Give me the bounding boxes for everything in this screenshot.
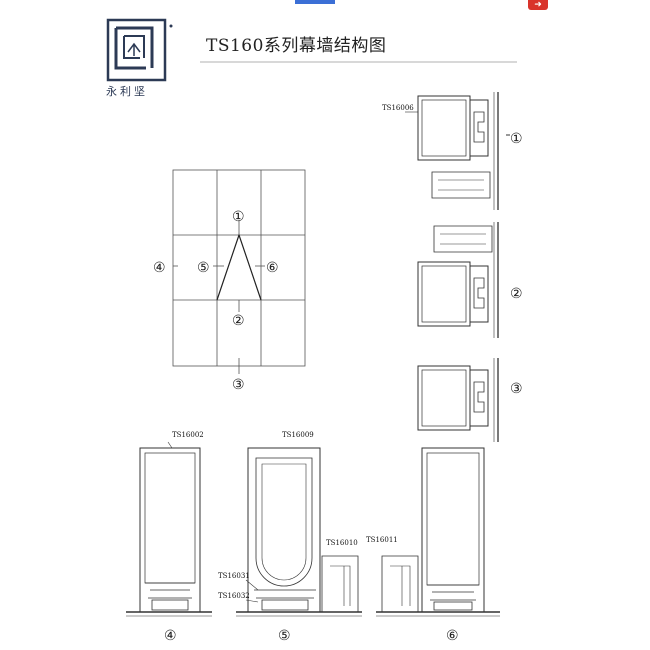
detail-marker-1: ① (510, 131, 523, 147)
section-marker-5: ⑤ (278, 628, 291, 644)
grid-marker-3: ③ (232, 377, 245, 393)
section-marker-4: ④ (164, 628, 177, 644)
label-ts16011: TS16011 (366, 536, 398, 544)
section-6-profile (376, 447, 500, 617)
grid-marker-6: ⑥ (266, 260, 279, 276)
detail-2-profile (417, 222, 499, 338)
page-title: TS160系列幕墙结构图 (206, 36, 387, 56)
label-ts16010: TS16010 (326, 539, 358, 547)
detail-3-profile (417, 358, 499, 442)
label-ts16009: TS16009 (282, 431, 314, 439)
grid-marker-1: ① (232, 209, 245, 225)
brand-name: 永利坚 (106, 85, 148, 98)
label-ts16031: TS16031 (218, 572, 250, 580)
facade-grid (172, 169, 306, 374)
label-ts16032: TS16032 (218, 592, 250, 600)
section-4-profile (126, 441, 212, 617)
section-5-profile (236, 447, 362, 617)
label-ts16002: TS16002 (172, 431, 204, 439)
label-ts16006: TS16006 (382, 104, 414, 112)
grid-marker-2: ② (232, 313, 245, 329)
section-marker-6: ⑥ (446, 628, 459, 644)
grid-marker-5: ⑤ (197, 260, 210, 276)
detail-marker-2: ② (510, 286, 523, 302)
company-logo (106, 18, 173, 82)
top-tab-indicator (295, 0, 335, 4)
detail-marker-3: ③ (510, 381, 523, 397)
grid-marker-4: ④ (153, 260, 166, 276)
arrow-right-icon[interactable]: ➜ (528, 0, 548, 10)
detail-1-profile (405, 92, 510, 210)
